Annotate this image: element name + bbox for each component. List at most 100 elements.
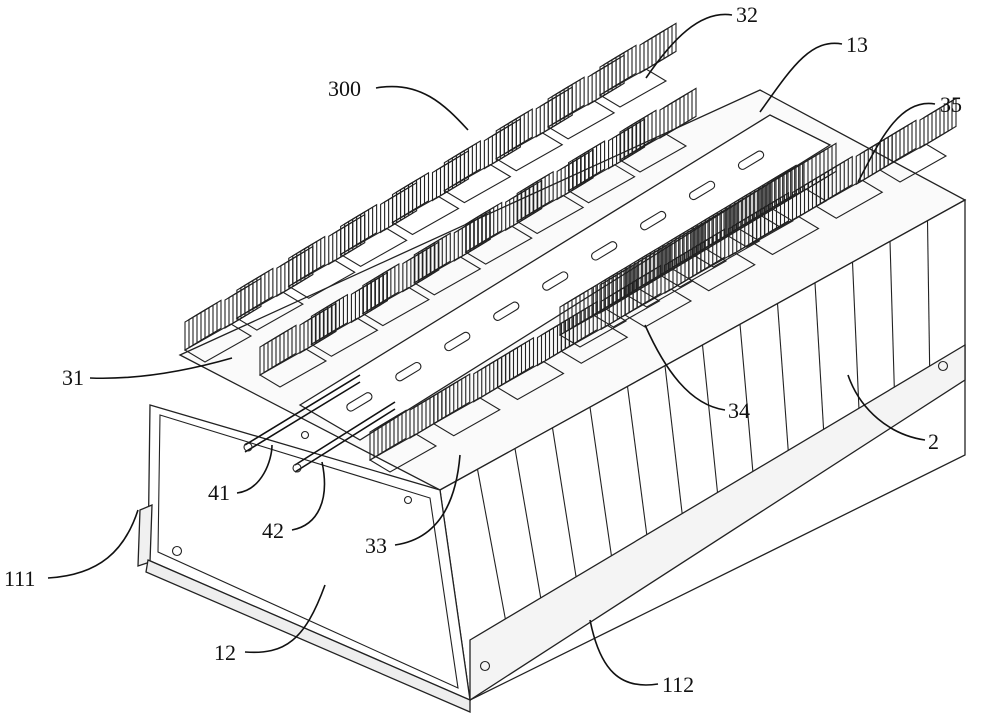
strip-slot [346, 392, 373, 412]
leader-2 [847, 374, 926, 441]
fin [603, 54, 625, 97]
leader-41 [236, 444, 273, 494]
fin-base [725, 208, 794, 248]
fin [511, 108, 533, 151]
fin [459, 140, 481, 182]
strip-slot [395, 361, 422, 382]
fin-base [183, 323, 253, 363]
label-42: 42 [262, 518, 284, 543]
strip-slot [493, 301, 520, 321]
label-35: 35 [940, 92, 962, 117]
cell-divider [701, 344, 719, 493]
fin-block [547, 54, 625, 140]
front-lip [145, 559, 471, 713]
cell-divider [814, 282, 825, 430]
strip-slot [688, 180, 716, 201]
fin [675, 87, 697, 130]
leader-13 [759, 42, 843, 113]
cell-divider [664, 365, 683, 514]
leader-31 [89, 357, 233, 380]
cell-divider [514, 448, 542, 598]
fin-block [258, 302, 337, 388]
strip-slot [444, 331, 471, 352]
connector-41-edge [244, 381, 361, 453]
fin-base [567, 164, 636, 204]
fin [481, 201, 503, 244]
hole [479, 660, 491, 672]
fin [532, 170, 554, 213]
fin [935, 97, 957, 140]
label-300: 300 [328, 76, 361, 101]
fin-block [758, 142, 837, 228]
fin [366, 271, 388, 314]
bottom-rail [469, 343, 966, 702]
hole [937, 360, 949, 372]
fin-base [625, 268, 694, 308]
fin-base [496, 360, 565, 401]
end-plate-frame [157, 414, 459, 689]
fin [584, 140, 606, 183]
cell-divider [851, 262, 860, 409]
fin-block [413, 210, 491, 296]
connectors [243, 374, 396, 473]
fin [775, 164, 797, 207]
fin-base [516, 194, 585, 235]
fin [469, 210, 491, 253]
fin [499, 118, 521, 160]
fin-block [495, 86, 573, 172]
leader-34 [644, 324, 726, 411]
leader-42 [291, 461, 326, 531]
fin [449, 373, 471, 416]
fin [615, 44, 637, 87]
fin-base [495, 132, 564, 172]
fin [378, 263, 400, 305]
connector-41 [244, 374, 361, 446]
fin-base [623, 288, 693, 328]
fin-base [618, 133, 688, 173]
label-2: 2 [928, 429, 939, 454]
fin [418, 241, 440, 283]
fin-block [558, 262, 637, 348]
fin [315, 302, 337, 345]
leader-32 [645, 13, 733, 79]
label-12: 12 [214, 640, 236, 665]
cell-divider [626, 386, 648, 535]
cell-divider [926, 220, 931, 367]
fin [344, 213, 366, 256]
cell-divider [889, 241, 895, 388]
fin-base [368, 433, 438, 473]
label-33: 33 [365, 533, 387, 558]
fin [252, 267, 274, 310]
fin-block [692, 182, 770, 268]
fin-base [547, 100, 616, 140]
fin [563, 76, 585, 119]
label-41: 41 [208, 480, 230, 505]
strip-slot [640, 210, 667, 231]
fin [512, 336, 535, 379]
fin [815, 142, 837, 185]
hole [403, 495, 413, 505]
cell-divider [551, 427, 577, 577]
hole [300, 430, 310, 440]
fin [521, 179, 543, 222]
fin-base [413, 256, 482, 296]
fin-block [464, 179, 543, 265]
connector-end [243, 442, 253, 452]
fin [831, 155, 853, 198]
fin-base [443, 163, 512, 204]
fin [624, 118, 646, 161]
fin [895, 119, 917, 162]
fin-block [878, 97, 957, 183]
fin [385, 409, 407, 452]
fin-block [658, 202, 737, 288]
leader-35 [857, 102, 936, 183]
fin-base [560, 324, 629, 364]
reference-labels: 32 13 300 35 31 34 2 41 42 33 111 12 112 [4, 2, 962, 697]
leader-300 [375, 85, 469, 131]
fin [396, 181, 418, 224]
fin-block [516, 148, 594, 235]
fin-block [391, 149, 470, 236]
fin-base [464, 225, 533, 265]
